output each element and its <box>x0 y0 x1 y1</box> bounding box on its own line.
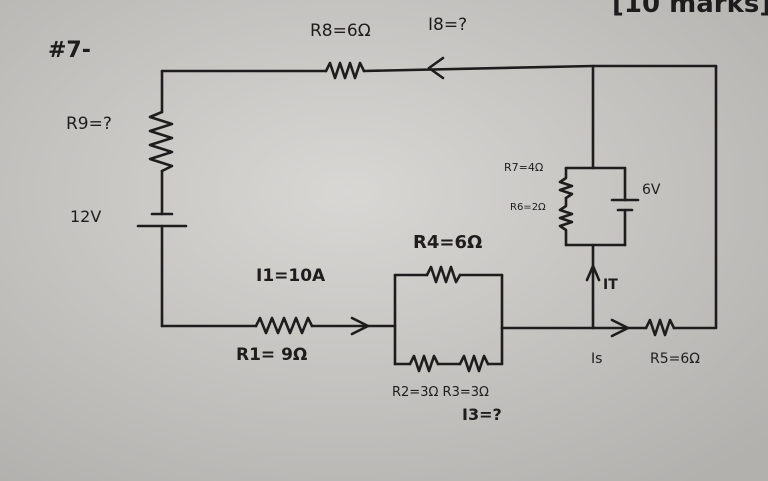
label-is: Is <box>591 351 602 367</box>
resistor-r4 <box>425 265 462 284</box>
resistor-r5 <box>644 318 676 337</box>
label-12v: 12V <box>70 207 101 226</box>
resistor-r2 <box>408 354 440 373</box>
label-r4: R4=6Ω <box>413 232 482 253</box>
label-r5: R5=6Ω <box>650 351 700 367</box>
resistor-r9 <box>148 110 174 173</box>
label-r7: R7=4Ω <box>504 161 543 174</box>
resistor-r3 <box>458 354 490 373</box>
current-arrow-is <box>610 318 630 338</box>
label-i3: I3=? <box>462 405 502 424</box>
resistor-r7 <box>558 166 574 200</box>
resistor-r8 <box>324 61 366 80</box>
label-r2-r3: R2=3Ω R3=3Ω <box>392 385 489 400</box>
label-i1: I1=10A <box>256 266 326 286</box>
corner-marks-text: [10 marks] <box>612 0 768 19</box>
label-r6: R6=2Ω <box>510 202 546 213</box>
resistor-r1 <box>254 316 314 335</box>
label-it: IT <box>603 277 618 293</box>
label-r9: R9=? <box>66 114 112 134</box>
current-arrow-i1 <box>350 316 370 336</box>
wire-right-side <box>672 64 718 330</box>
label-i8: I8=? <box>428 15 467 35</box>
label-r1: R1= 9Ω <box>236 345 307 365</box>
resistor-r6 <box>558 196 574 247</box>
current-arrow-it <box>585 264 601 282</box>
label-r8: R8=6Ω <box>310 21 371 41</box>
current-arrow-i8 <box>427 56 445 80</box>
label-6v: 6V <box>642 182 661 198</box>
problem-number: #7- <box>48 38 91 63</box>
